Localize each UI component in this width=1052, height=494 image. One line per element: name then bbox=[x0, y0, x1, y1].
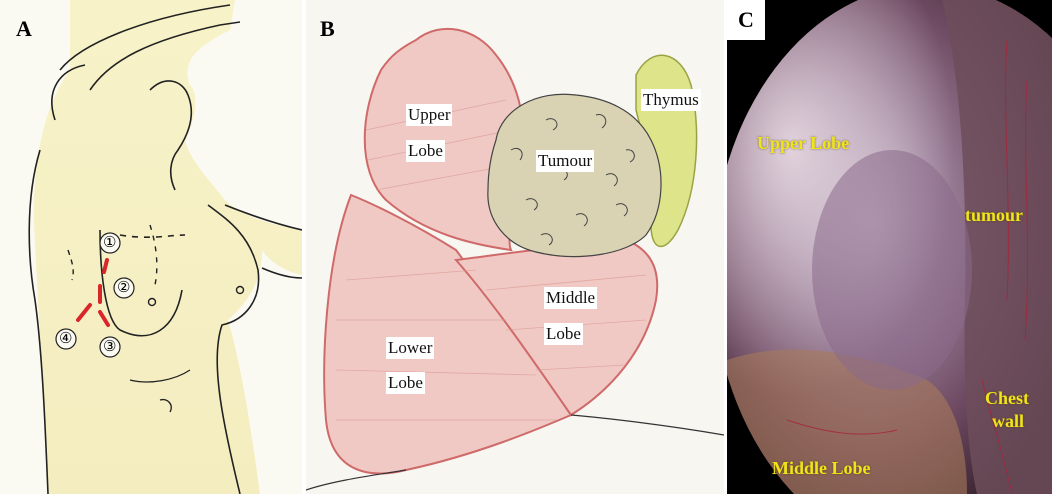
middle-lobe-label-c: Middle Lobe bbox=[772, 458, 871, 479]
tumour-label: Tumour bbox=[536, 150, 594, 172]
marker-1: ① bbox=[103, 233, 116, 252]
torso-sketch bbox=[0, 0, 302, 494]
panel-c: C Upper Lobe tumour Chest wall Middle Lo… bbox=[727, 0, 1052, 494]
upper-lobe-label-line2: Lobe bbox=[406, 140, 445, 162]
panel-b-label: B bbox=[320, 16, 335, 42]
chest-wall-label-line2: wall bbox=[992, 411, 1024, 432]
lung-diagram bbox=[306, 0, 724, 494]
tumour-label-c: tumour bbox=[965, 205, 1023, 226]
chest-wall-label-line1: Chest bbox=[985, 388, 1029, 409]
upper-lobe-label: Upper Lobe bbox=[757, 133, 849, 154]
marker-3: ③ bbox=[103, 337, 116, 356]
middle-lobe-label-line2: Lobe bbox=[544, 323, 583, 345]
lower-lobe-label-line1: Lower bbox=[386, 337, 434, 359]
marker-4: ④ bbox=[59, 329, 72, 348]
lower-lobe-label-line2: Lobe bbox=[386, 372, 425, 394]
middle-lobe-label-line1: Middle bbox=[544, 287, 597, 309]
panel-a: A ① ② ③ ④ bbox=[0, 0, 302, 494]
marker-2: ② bbox=[117, 278, 130, 297]
panel-a-label: A bbox=[16, 16, 32, 42]
panel-b: B Upper Lobe Tumour Thymus Middle Lobe L… bbox=[306, 0, 724, 494]
upper-lobe-label-line1: Upper bbox=[406, 104, 452, 126]
thymus-label: Thymus bbox=[641, 89, 701, 111]
panel-c-label: C bbox=[727, 0, 765, 40]
